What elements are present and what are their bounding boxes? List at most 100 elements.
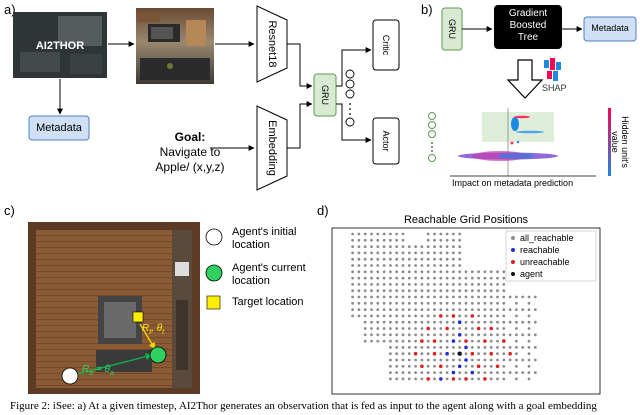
grid-point-all-reachable [527,320,531,324]
rt-symbol: R [142,323,150,334]
grid-point-all-reachable [363,333,367,337]
grid-point-all-reachable [458,257,462,261]
grid-point-all-reachable [496,289,499,293]
grid-point-all-reachable [414,295,417,299]
grid-point-unreachable [464,377,468,381]
grid-point-all-reachable [414,276,417,280]
grid-point-all-reachable [496,320,499,324]
grid-point-all-reachable [376,238,380,242]
grid-point-all-reachable [389,301,392,305]
grid-point-all-reachable [496,358,499,362]
ra-symbol: R [82,364,90,375]
grid-point-all-reachable [420,358,424,362]
grid-point-all-reachable [420,289,424,293]
grid-point-all-reachable [489,377,493,381]
grid-point-all-reachable [477,289,480,293]
grid-point-all-reachable [401,232,405,236]
grid-point-all-reachable [527,333,531,337]
shap-x-label: Impact on metadata prediction [452,178,574,188]
grid-point-all-reachable [464,327,468,330]
grid-point-all-reachable [452,238,455,242]
grid-point-all-reachable [401,327,405,330]
panel-label-d: d) [317,203,329,218]
grid-point-all-reachable [420,245,424,249]
grid-point-all-reachable [527,377,531,381]
grid-point-all-reachable [470,364,474,368]
grid-point-reachable [445,351,449,356]
grid-point-all-reachable [389,308,392,311]
grid-point-all-reachable [483,346,487,349]
grid-point-unreachable [426,326,431,331]
grid-point-all-reachable [464,283,468,286]
grid-point-all-reachable [414,346,417,349]
grid-point-all-reachable [439,308,443,311]
grid-point-all-reachable [496,371,499,374]
metadata-box [28,115,90,141]
grid-point-all-reachable [470,327,474,330]
grid-point-all-reachable [445,251,449,255]
grid-point-all-reachable [389,377,392,381]
theta-a-sub: a [109,370,114,377]
grid-point-all-reachable [533,295,537,299]
grid-point-all-reachable [382,238,386,242]
grid-point-all-reachable [351,314,354,318]
panel-label-c: c) [4,203,15,218]
grid-point-all-reachable [533,371,537,374]
grid-point-all-reachable [452,264,455,267]
grid-point-all-reachable [445,320,449,324]
grid-point-all-reachable [477,308,480,311]
grid-point-all-reachable [483,301,487,305]
grid-point-all-reachable [370,270,373,274]
grid-point-all-reachable [445,289,449,293]
grid-point-all-reachable [407,257,411,261]
grid-point-all-reachable [401,257,405,261]
grid-point-all-reachable [527,358,531,362]
grid-point-all-reachable [515,358,518,362]
grid-point-all-reachable [414,308,417,311]
grid-point-all-reachable [376,289,380,293]
goal-text: Goal: Navigate to Apple/ (x,y,z) [130,130,250,175]
grid-point-all-reachable [433,283,436,286]
grid-point-all-reachable [420,276,424,280]
grid-point-all-reachable [433,264,436,267]
grid-point-all-reachable [533,308,537,311]
grid-point-all-reachable [414,339,417,343]
grid-point-all-reachable [407,333,411,337]
grid-point-all-reachable [420,377,424,381]
grid-point-all-reachable [458,308,462,311]
grid-point-all-reachable [351,308,354,311]
grid-point-all-reachable [351,232,354,236]
grid-point-all-reachable [433,320,436,324]
grid-point-all-reachable [489,346,493,349]
grid-point-all-reachable [439,245,443,249]
grid-point-all-reachable [395,333,399,337]
grid-point-all-reachable [433,301,436,305]
grid-point-all-reachable [452,245,455,249]
grid-point-all-reachable [458,346,462,349]
grid-point-all-reachable [496,346,499,349]
grid-point-all-reachable [515,295,518,299]
grid-point-all-reachable [477,295,480,299]
grid-point-all-reachable [351,289,354,293]
grid-point-all-reachable [363,232,367,236]
theta-t-sub: t [162,329,165,336]
grid-point-all-reachable [389,283,392,286]
grid-point-all-reachable [389,232,392,236]
grid-point-all-reachable [426,314,430,318]
grid-point-all-reachable [445,339,449,343]
grid-point-all-reachable [439,264,443,267]
grid-point-all-reachable [420,371,424,374]
grid-point-all-reachable [426,251,430,255]
grid-point-all-reachable [483,320,487,324]
grid-point-reachable [464,358,468,362]
grid-point-all-reachable [483,364,487,368]
panel-a-diagram: AI2THOR [13,5,400,191]
grid-point-all-reachable [527,327,531,330]
grid-point-unreachable [445,326,449,331]
grid-point-all-reachable [502,301,506,305]
grid-point-all-reachable [426,270,430,274]
grid-point-all-reachable [433,232,436,236]
grid-point-all-reachable [452,364,455,368]
grid-point-all-reachable [363,327,367,330]
